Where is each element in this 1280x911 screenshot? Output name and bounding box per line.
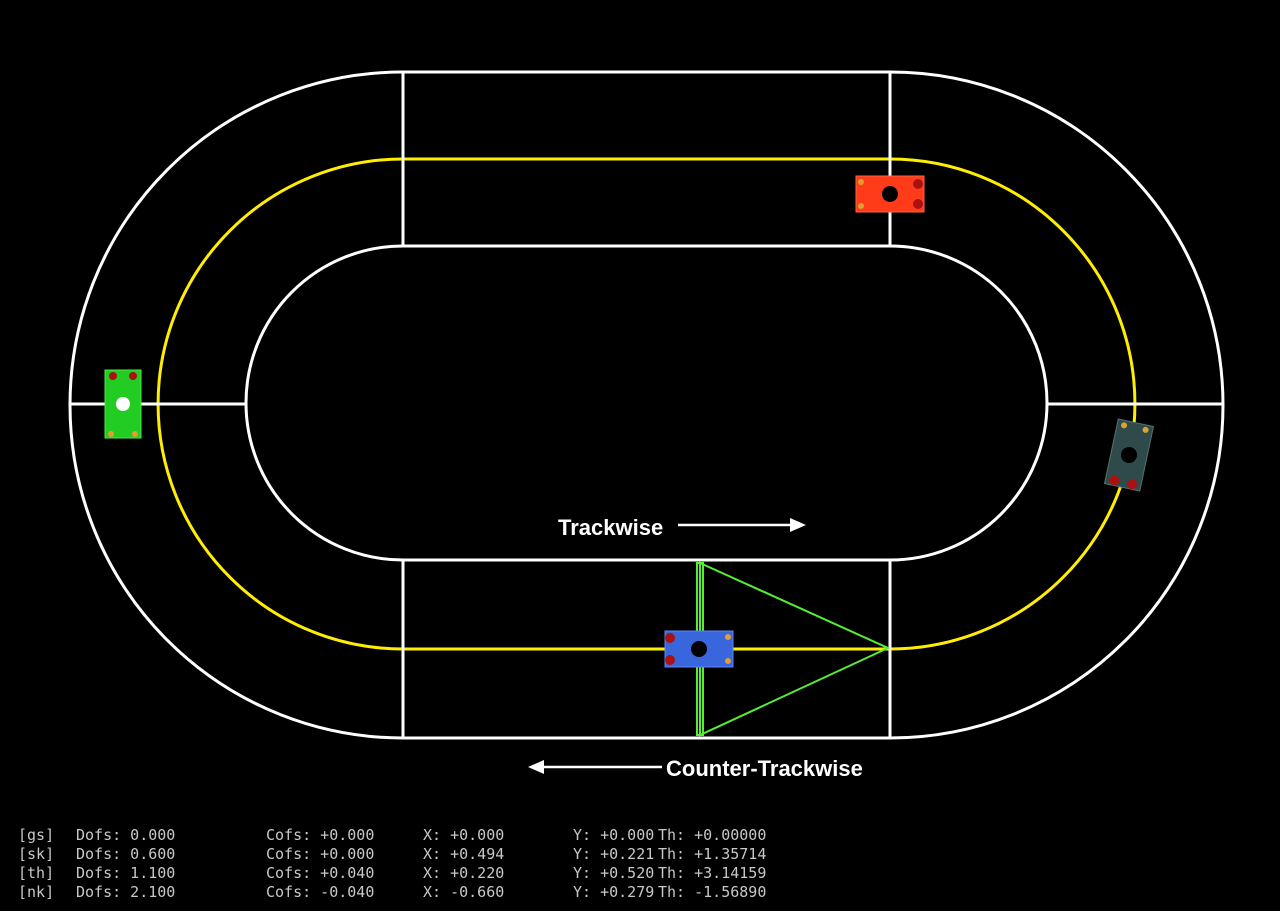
readout-row: [nk] Dofs: 2.100 Cofs: -0.040 X: -0.660 …	[18, 883, 1258, 902]
x-value: X: +0.000	[423, 826, 505, 844]
lane-center-line	[156, 157, 1137, 651]
car-tag: [th]	[18, 864, 55, 882]
theta-value: Th: +1.35714	[658, 845, 767, 863]
dofs-value: Dofs: 2.100	[76, 883, 176, 901]
readout-row: [gs] Dofs: 0.000 Cofs: +0.000 X: +0.000 …	[18, 826, 1258, 845]
dofs-value: Dofs: 1.100	[76, 864, 176, 882]
car-hub	[1121, 447, 1137, 463]
cofs-value: Cofs: -0.040	[266, 883, 375, 901]
cofs-value: Cofs: +0.000	[266, 826, 375, 844]
right-arrowhead-icon	[790, 518, 806, 532]
readout-row: [th] Dofs: 1.100 Cofs: +0.040 X: +0.220 …	[18, 864, 1258, 883]
y-value: Y: +0.221	[573, 845, 655, 863]
track-inner-boundary	[244, 244, 1049, 562]
cofs-value: Cofs: +0.000	[266, 845, 375, 863]
car-hub	[882, 186, 898, 202]
y-value: Y: +0.000	[573, 826, 655, 844]
dofs-value: Dofs: 0.000	[76, 826, 176, 844]
left-arrowhead-icon	[528, 760, 544, 774]
y-value: Y: +0.520	[573, 864, 655, 882]
theta-value: Th: +3.14159	[658, 864, 767, 882]
y-value: Y: +0.279	[573, 883, 655, 901]
car-state-readout: [gs] Dofs: 0.000 Cofs: +0.000 X: +0.000 …	[18, 826, 1258, 902]
readout-row: [sk] Dofs: 0.600 Cofs: +0.000 X: +0.494 …	[18, 845, 1258, 864]
car-tag: [nk]	[18, 883, 55, 901]
trackwise-label: Trackwise	[558, 515, 663, 540]
theta-value: Th: -1.56890	[658, 883, 767, 901]
counter-trackwise-indicator: Counter-Trackwise	[528, 756, 863, 781]
car-nk[interactable]	[664, 630, 734, 668]
trackwise-indicator: Trackwise	[558, 515, 806, 540]
car-gs[interactable]	[104, 369, 142, 439]
car-th[interactable]	[855, 175, 925, 213]
car-tag: [gs]	[18, 826, 55, 844]
car-hub	[116, 397, 130, 411]
dofs-value: Dofs: 0.600	[76, 845, 176, 863]
x-value: X: -0.660	[423, 883, 505, 901]
car-sk[interactable]	[1103, 418, 1155, 492]
x-value: X: +0.494	[423, 845, 505, 863]
counter-trackwise-label: Counter-Trackwise	[666, 756, 863, 781]
x-value: X: +0.220	[423, 864, 505, 882]
theta-value: Th: +0.00000	[658, 826, 767, 844]
car-hub	[691, 641, 707, 657]
cofs-value: Cofs: +0.040	[266, 864, 375, 882]
car-tag: [sk]	[18, 845, 55, 863]
